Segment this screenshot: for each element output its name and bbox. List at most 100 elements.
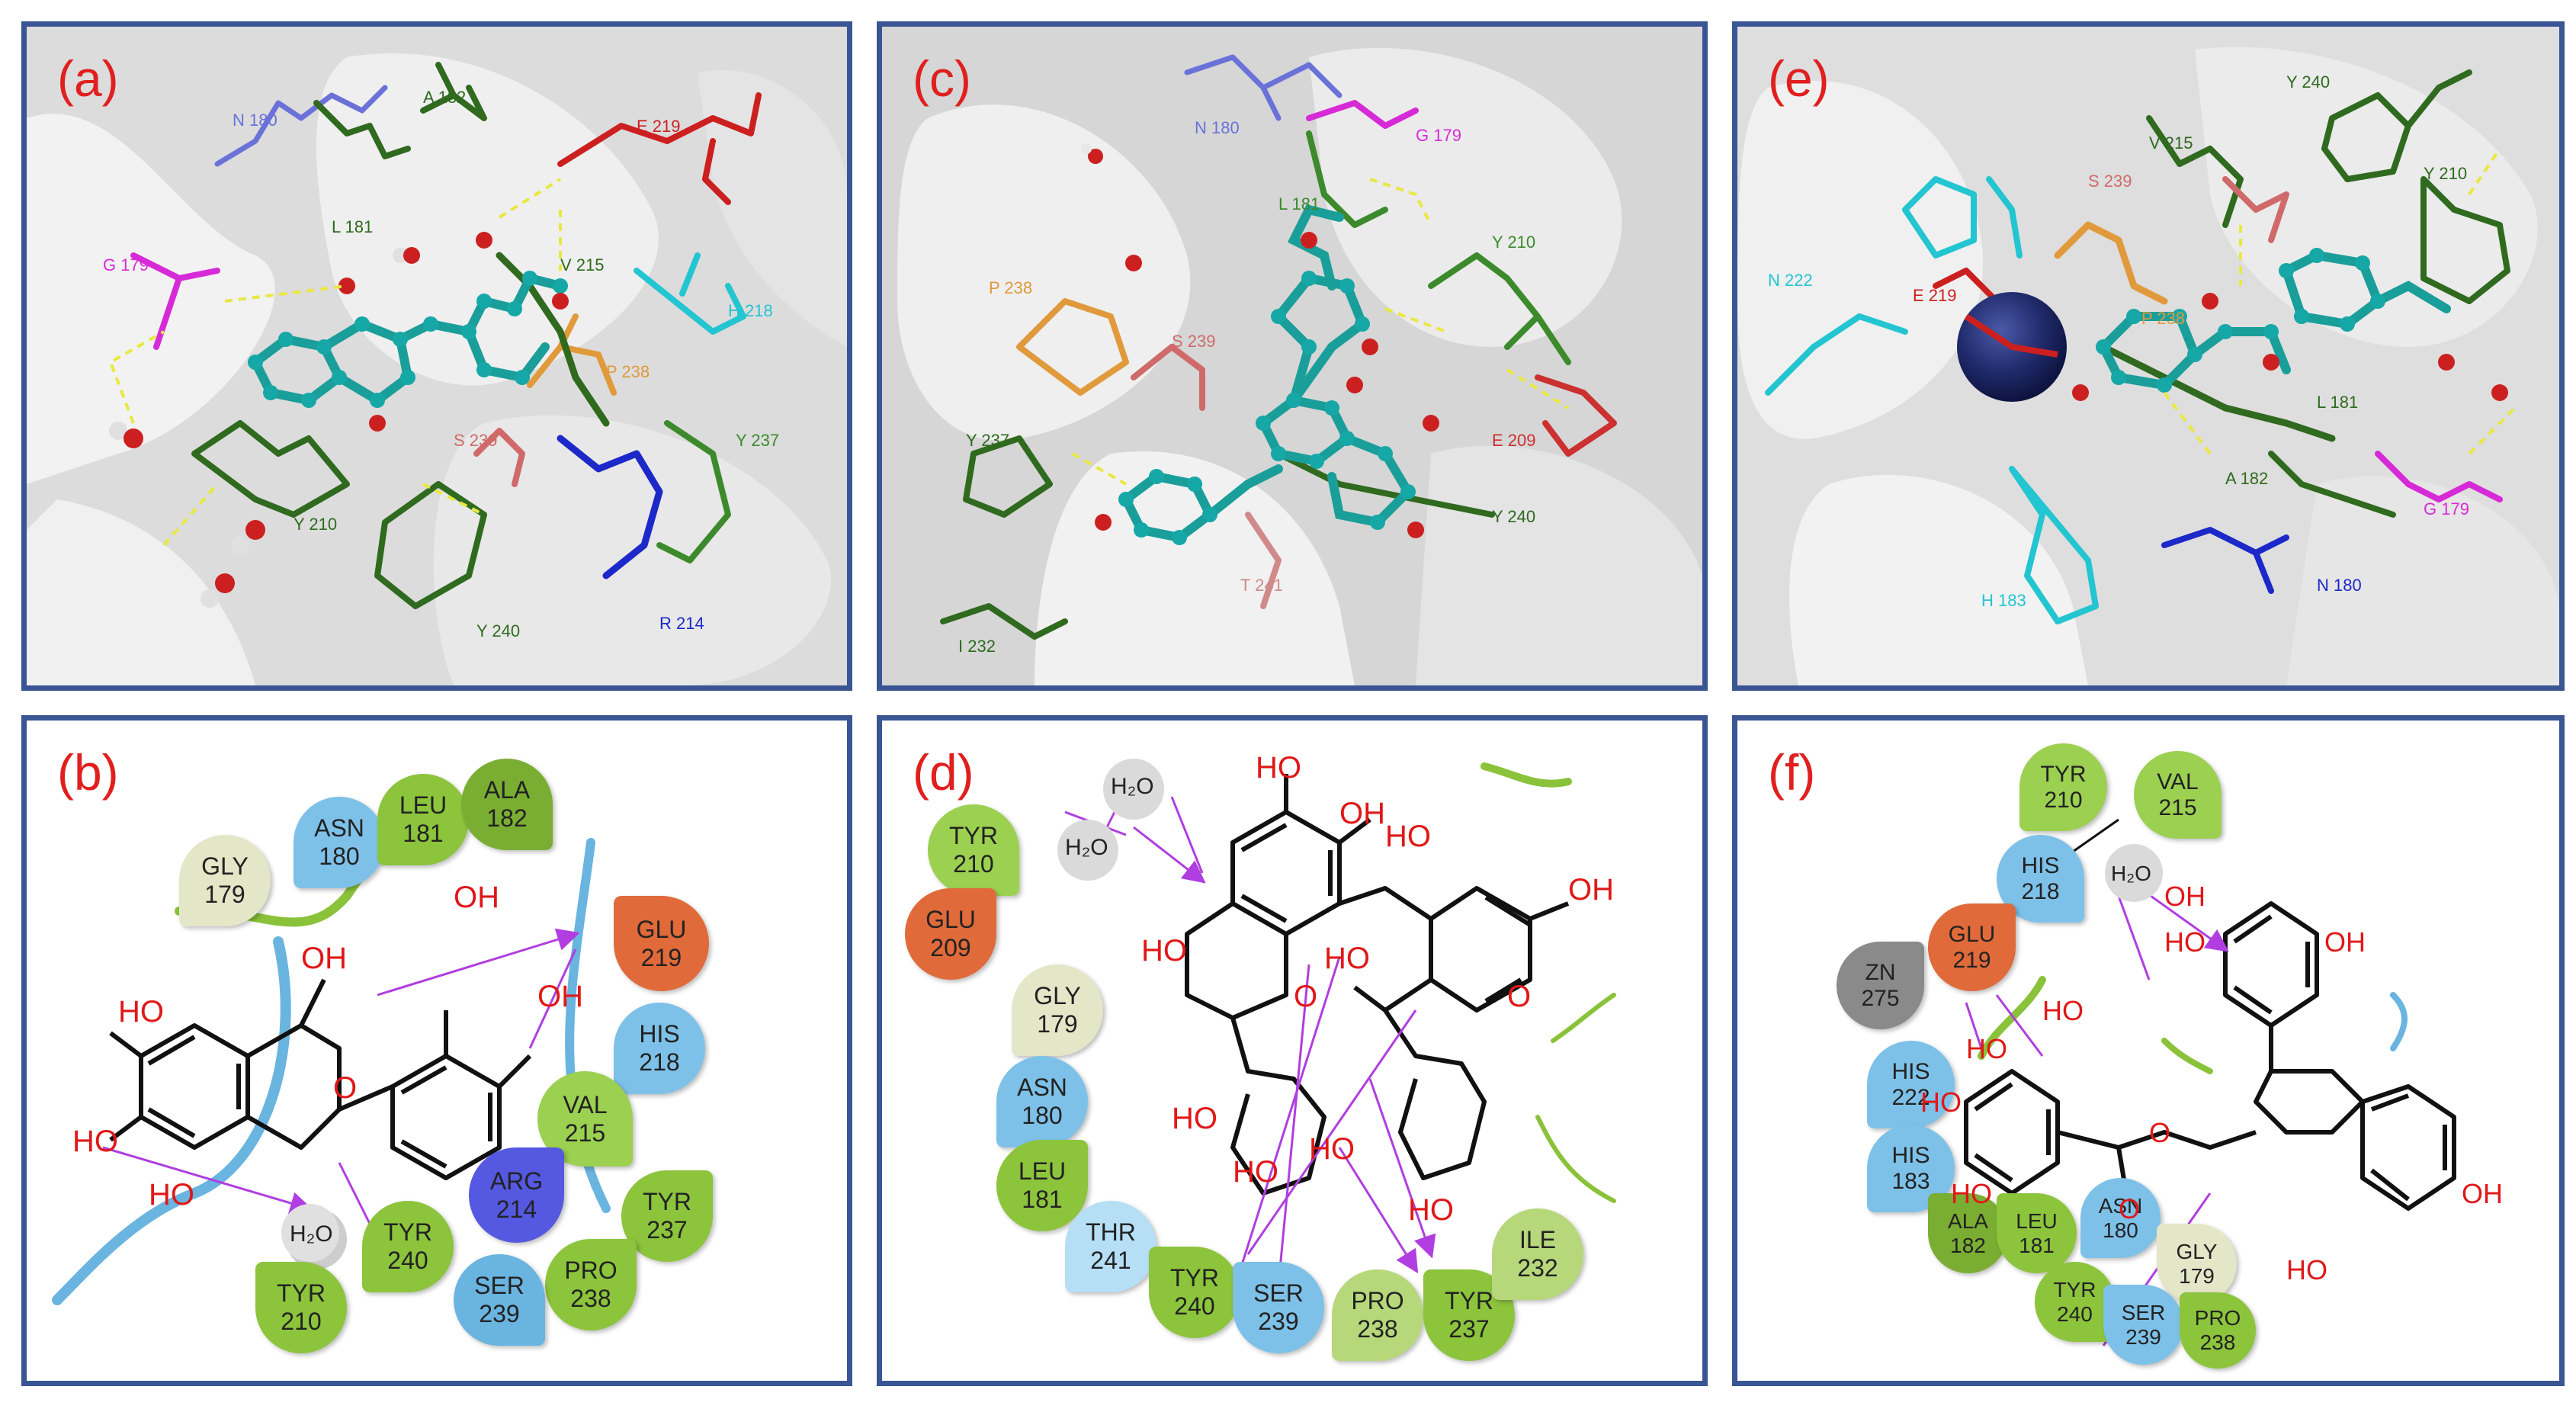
residue-name: HIS (639, 1020, 680, 1048)
residue-label: Y 237 (736, 431, 780, 450)
residue-bubble: TYR 210 (928, 804, 1019, 896)
hydroxyl-group: HO (1233, 1155, 1278, 1189)
residue-number: 222 (1891, 1084, 1930, 1110)
residue-name: GLY (1034, 982, 1081, 1009)
residue-name: ARG (489, 1167, 544, 1195)
hydroxyl-group: HO (2286, 1254, 2327, 1285)
residue-name: TYR (1170, 1264, 1219, 1292)
panel-label: (a) (57, 50, 119, 107)
residue-name: PRO (2194, 1306, 2241, 1330)
hydroxyl-group: OH (2462, 1178, 2503, 1209)
residue-name: ZN (1865, 959, 1896, 985)
residue-number: 239 (2125, 1324, 2161, 1349)
panel-f-2d-interaction-diagram: (f) TYR 210 VAL 215 HIS 218 GLU 219 ZN 2… (1732, 715, 2565, 1386)
residue-name: ALA (1948, 1208, 1988, 1233)
residue-label: E 209 (1492, 431, 1536, 450)
residue-number: 239 (479, 1300, 520, 1327)
hydroxyl-group: OH (1568, 873, 1614, 907)
residue-number: 237 (1448, 1315, 1490, 1343)
residue-number: 214 (496, 1195, 537, 1223)
residue-bubble: ASN 180 (996, 1056, 1088, 1147)
water-molecule: H₂O (1065, 835, 1108, 860)
residue-label: N 180 (1195, 118, 1240, 137)
residue-number: 237 (646, 1216, 688, 1244)
residue-label: Y 210 (2424, 164, 2468, 183)
residue-label: I 232 (958, 637, 996, 656)
residue-label: S 239 (1172, 332, 1216, 351)
hydroxyl-group: HO (1408, 1193, 1454, 1227)
panel-a-3d-binding-pose: (a) N 180 A 182 L 181 E 219 V 215 G 179 … (21, 21, 852, 691)
residue-label: N 180 (2317, 576, 2362, 595)
residue-label: V 215 (560, 255, 605, 274)
residue-number: 210 (953, 850, 994, 878)
residue-bubble: GLY 179 (1012, 964, 1103, 1056)
residue-name: TYR (383, 1218, 432, 1246)
residue-name: THR (1086, 1218, 1136, 1246)
residue-number: 238 (570, 1285, 611, 1312)
residue-bubble: ASN 180 (294, 797, 385, 888)
residue-bubble: PRO 238 (545, 1239, 637, 1330)
residue-number: 232 (1517, 1254, 1558, 1282)
hydroxyl-group: HO (118, 995, 164, 1029)
panel-b-2d-interaction-diagram: (b) GLY 179 ASN 180 LEU 181 ALA 182 GLU … (21, 715, 852, 1386)
residue-number: 183 (1891, 1168, 1930, 1194)
residue-label: E 219 (637, 117, 681, 136)
residue-label: G 179 (103, 255, 149, 274)
panel-label: (d) (913, 744, 974, 801)
residue-label: E 219 (1913, 286, 1957, 305)
residue-name: ILE (1519, 1226, 1557, 1253)
residue-name: GLU (636, 915, 687, 943)
residue-label: L 181 (332, 217, 374, 236)
residue-bubble: LEU 181 (377, 774, 469, 865)
residue-bubble: SER 239 (2103, 1285, 2183, 1365)
residue-bubble: SER 239 (1233, 1262, 1324, 1353)
residue-number: 238 (2199, 1330, 2236, 1354)
residue-number: 240 (1174, 1292, 1215, 1320)
residue-label: N 222 (1768, 271, 1813, 290)
hydroxyl-group: HO (1256, 751, 1301, 785)
ring-oxygen: O (1294, 980, 1318, 1013)
residue-bubble: TYR 240 (1149, 1247, 1240, 1338)
residue-name: TYR (1445, 1287, 1493, 1314)
residue-bubble: ILE 232 (1492, 1208, 1583, 1300)
residue-number: 241 (1090, 1247, 1131, 1274)
residue-label: R 214 (659, 614, 704, 633)
residue-bubble: TYR 240 (2035, 1262, 2115, 1342)
residue-name: TYR (643, 1188, 691, 1215)
residue-name: ASN (1017, 1074, 1067, 1101)
residue-name: VAL (2157, 769, 2199, 794)
water-molecule: H₂O (290, 1221, 333, 1247)
residue-name: ASN (2098, 1193, 2143, 1218)
residue-label: Y 240 (1492, 507, 1536, 526)
panel-d-2d-interaction-diagram: (d) TYR 210 GLU 209 GLY 179 ASN 180 LEU … (877, 715, 1708, 1386)
residue-label: P 238 (606, 362, 650, 381)
ring-oxygen: O (2149, 1117, 2171, 1148)
residue-name: GLU (925, 906, 976, 933)
residue-name: LEU (1018, 1157, 1067, 1185)
residue-bubble: GLY 179 (179, 835, 271, 926)
hydroxyl-group: HO (1309, 1132, 1355, 1166)
residue-name: PRO (564, 1257, 618, 1284)
residue-bubble: ZN 275 (1837, 942, 1924, 1029)
residue-name: SER (1253, 1279, 1304, 1307)
residue-label: P 238 (2141, 309, 2186, 328)
residue-label: G 179 (2424, 499, 2469, 518)
panel-f-ligand-diagram (1888, 818, 2456, 1346)
residue-label: T 241 (1240, 576, 1283, 595)
residue-bubble: PRO 238 (2180, 1292, 2256, 1369)
residue-label: H 218 (728, 301, 773, 320)
hydroxyl-group: OH (2324, 926, 2366, 958)
residue-bubble: TYR 237 (621, 1170, 713, 1262)
residue-number: 210 (2044, 787, 2083, 813)
residue-name: HIS (1891, 1058, 1930, 1084)
residue-label: Y 240 (476, 621, 521, 640)
hydroxyl-group: HO (1920, 1086, 1962, 1118)
residue-number: 238 (1357, 1315, 1398, 1343)
hydroxyl-group: HO (1324, 942, 1370, 975)
hydroxyl-group: HO (149, 1178, 194, 1212)
residue-number: 181 (2019, 1233, 2055, 1257)
residue-name: ASN (314, 814, 364, 842)
ring-oxygen: O (2119, 1193, 2141, 1224)
residue-bubble: LEU 181 (996, 1140, 1088, 1231)
panel-label: (f) (1768, 744, 1816, 801)
